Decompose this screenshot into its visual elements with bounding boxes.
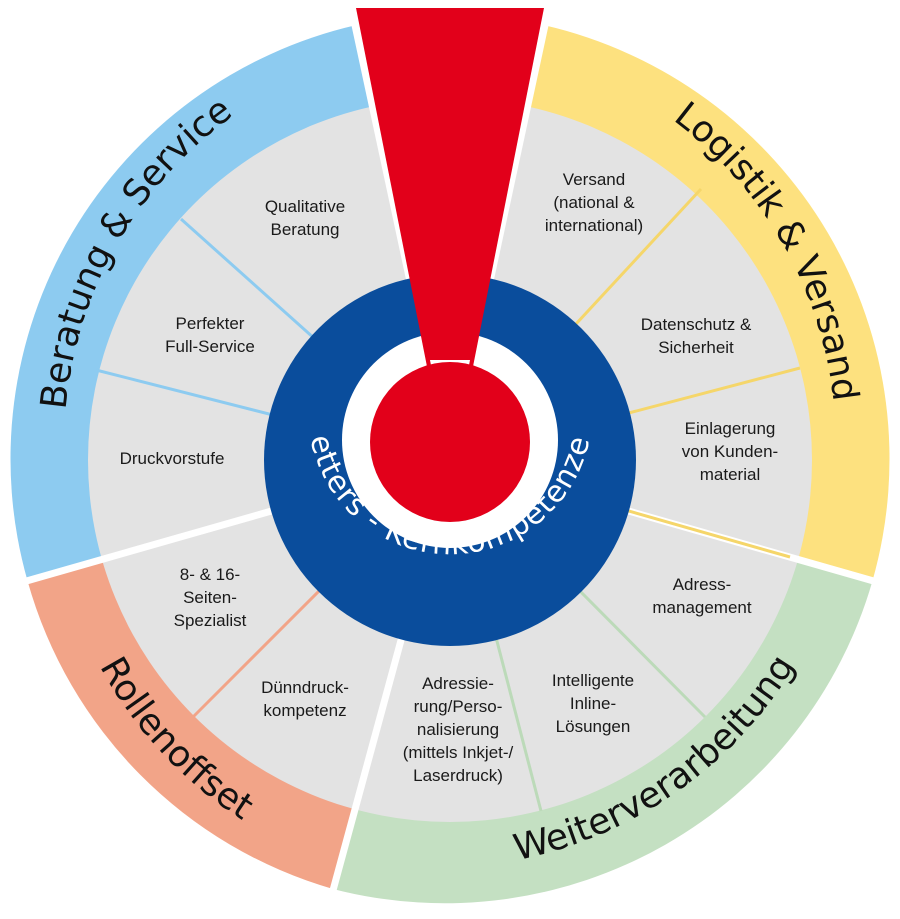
segment-label-einlagerung: Einlagerung von Kunden-material <box>682 419 778 484</box>
segment-label-line: Druckvorstufe <box>120 449 225 468</box>
segment-label-datenschutz: Datenschutz & Sicherheit <box>641 315 752 357</box>
segment-label-line: (national & <box>553 193 635 212</box>
segment-label-adressmanagement: Adress-management <box>652 575 752 617</box>
segment-label-line: Inline- <box>570 694 616 713</box>
segment-label-line: nalisierung <box>417 720 499 739</box>
segment-label-line: Adressie- <box>422 674 494 693</box>
segment-label-line: Seiten- <box>183 588 237 607</box>
segment-label-line: rung/Perso- <box>414 697 503 716</box>
segment-label-line: (mittels Inkjet-/ <box>403 743 514 762</box>
segment-label-line: international) <box>545 216 643 235</box>
segment-label-line: Dünndruck- <box>261 678 349 697</box>
segment-label-line: Spezialist <box>174 611 247 630</box>
segment-label-line: 8- & 16- <box>180 565 240 584</box>
exclamation-dot <box>370 362 530 522</box>
segment-label-line: Qualitative <box>265 197 345 216</box>
segment-label-line: material <box>700 465 760 484</box>
segment-label-duenndruck: Dünndruck-kompetenz <box>261 678 349 720</box>
segment-label-line: kompetenz <box>263 701 346 720</box>
segment-label-line: Beratung <box>271 220 340 239</box>
segment-label-versand: Versand (national & international) <box>545 170 643 235</box>
segment-label-line: Sicherheit <box>658 338 734 357</box>
segment-label-adressierung: Adressie-rung/Perso-nalisierung (mittels … <box>403 674 514 785</box>
segment-label-line: Lösungen <box>556 717 631 736</box>
segment-label-line: von Kunden- <box>682 442 778 461</box>
exclamation-wedge <box>356 8 544 412</box>
segment-label-line: Intelligente <box>552 671 634 690</box>
segment-label-line: Full-Service <box>165 337 255 356</box>
segment-label-druckvorstufe: Druckvorstufe <box>120 449 225 468</box>
segment-label-line: Datenschutz & <box>641 315 752 334</box>
segment-label-line: Perfekter <box>176 314 245 333</box>
segment-label-seiten: 8- & 16- Seiten- Spezialist <box>174 565 247 630</box>
segment-label-line: Laserdruck) <box>413 766 503 785</box>
segment-label-line: Versand <box>563 170 625 189</box>
segment-label-line: management <box>652 598 752 617</box>
segment-label-line: Einlagerung <box>685 419 776 438</box>
segment-label-line: Adress- <box>673 575 732 594</box>
